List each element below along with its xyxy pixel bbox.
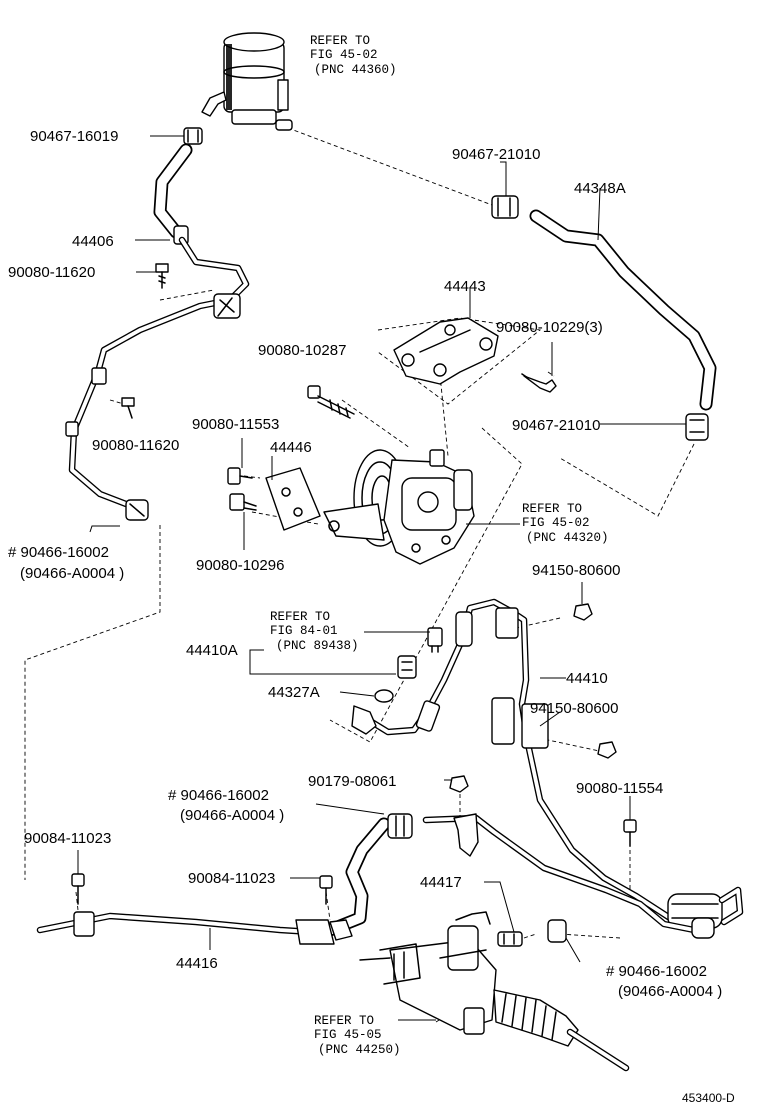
figure-id: 453400-D	[682, 1091, 735, 1105]
label-90080-10296: 90080-10296	[196, 557, 284, 574]
label-44417: 44417	[420, 874, 462, 891]
label-90080-10287: 90080-10287	[258, 342, 346, 359]
label-90179-08061: 90179-08061	[308, 773, 396, 790]
suction-hose-44348A	[529, 209, 717, 411]
label-90467-21010-top: 90467-21010	[452, 146, 540, 163]
return-pipe-44406	[65, 236, 250, 521]
bolt-90080-11620-b	[121, 397, 135, 419]
part-number-labels: REFER TO FIG 45-02 (PNC 44360) 90467-160…	[8, 34, 735, 1105]
return-tube-44416	[36, 911, 353, 945]
ref-fig-45-02-b-line1: REFER TO	[522, 502, 582, 516]
pressure-hose-44410	[351, 598, 744, 929]
ref-fig-45-05-line3: (PNC 44250)	[318, 1043, 401, 1057]
hose-clamp-90466-16002-c	[547, 919, 567, 943]
pump-bracket-44443	[393, 317, 499, 385]
label-90467-16019: 90467-16019	[30, 128, 118, 145]
ref-fig-84-01-line1: REFER TO	[270, 610, 330, 624]
ref-fig-45-02-a-line1: REFER TO	[310, 34, 370, 48]
label-90466-A0004-a: (90466-A0004 )	[20, 565, 124, 582]
label-44410: 44410	[566, 670, 608, 687]
bolt-90080-11620-a	[155, 263, 169, 289]
label-44348A: 44348A	[574, 180, 626, 197]
ref-fig-45-05-line1: REFER TO	[314, 1014, 374, 1028]
bolt-90084-11023-a	[71, 873, 85, 905]
bolt-90084-11023-b	[319, 875, 333, 905]
nut-94150-80600-a	[573, 603, 593, 621]
label-90080-11554: 90080-11554	[576, 780, 663, 797]
reservoir-tank	[201, 32, 293, 131]
return-hose-44406	[153, 143, 193, 245]
label-90084-11023-b: 90084-11023	[188, 870, 275, 887]
label-90467-21010-mid: 90467-21010	[512, 417, 600, 434]
label-94150-80600-b: 94150-80600	[530, 700, 618, 717]
label-94150-80600-a: 94150-80600	[532, 562, 620, 579]
ref-fig-45-02-a-line3: (PNC 44360)	[314, 63, 397, 77]
gasket-44327A	[374, 689, 394, 703]
ref-fig-45-02-a-line2: FIG 45-02	[310, 48, 378, 62]
ref-fig-45-02-b-line3: (PNC 44320)	[526, 531, 609, 545]
pump-bracket-44446	[265, 467, 321, 531]
label-90466-A0004-c: (90466-A0004 )	[618, 983, 722, 1000]
label-90080-11620-a: 90080-11620	[8, 264, 95, 281]
label-44416: 44416	[176, 955, 218, 972]
steering-gear-box	[359, 911, 497, 1035]
label-90080-10229: 90080-10229(3)	[496, 319, 603, 336]
bolt-90080-10287	[307, 385, 355, 419]
union-bolt-44410A	[397, 655, 417, 679]
ref-fig-84-01-line3: (PNC 89438)	[276, 639, 359, 653]
ref-fig-84-01-line2: FIG 84-01	[270, 624, 338, 638]
power-steering-pump	[323, 449, 475, 565]
label-90466-16002-c: # 90466-16002	[606, 963, 707, 980]
bolt-90080-11554	[623, 819, 637, 847]
label-90084-11023-a: 90084-11023	[24, 830, 111, 847]
hose-clamp-90467-16019	[183, 127, 203, 145]
pressure-switch	[427, 627, 443, 653]
label-44446: 44446	[270, 439, 312, 456]
label-44327A: 44327A	[268, 684, 320, 701]
label-44410A: 44410A	[186, 642, 238, 659]
leader-lines	[77, 135, 686, 1021]
label-90466-16002-b: # 90466-16002	[168, 787, 269, 804]
label-90466-16002-a: # 90466-16002	[8, 544, 109, 561]
label-90466-A0004-b: (90466-A0004 )	[180, 807, 284, 824]
return-tube-upper	[422, 813, 715, 939]
nut-94150-80600-b	[597, 741, 617, 759]
rack-boot	[493, 989, 579, 1047]
union-44417	[497, 931, 523, 947]
bolt-90080-10229	[521, 373, 557, 393]
return-hose-lower	[323, 813, 413, 937]
ref-fig-45-02-b-line2: FIG 45-02	[522, 516, 590, 530]
ref-fig-45-05-line2: FIG 45-05	[314, 1028, 382, 1042]
label-44406: 44406	[72, 233, 114, 250]
hose-clamp-90467-21010-mid	[685, 413, 709, 441]
bolt-90080-10296	[229, 493, 257, 511]
tie-rod	[566, 1028, 630, 1072]
label-90080-11553: 90080-11553	[192, 416, 279, 433]
hose-clamp-90467-21010-top	[491, 195, 519, 219]
bolt-90080-11553	[227, 467, 253, 485]
clamp-90179-08061	[449, 775, 469, 793]
label-90080-11620-b: 90080-11620	[92, 437, 179, 454]
label-44443: 44443	[444, 278, 486, 295]
